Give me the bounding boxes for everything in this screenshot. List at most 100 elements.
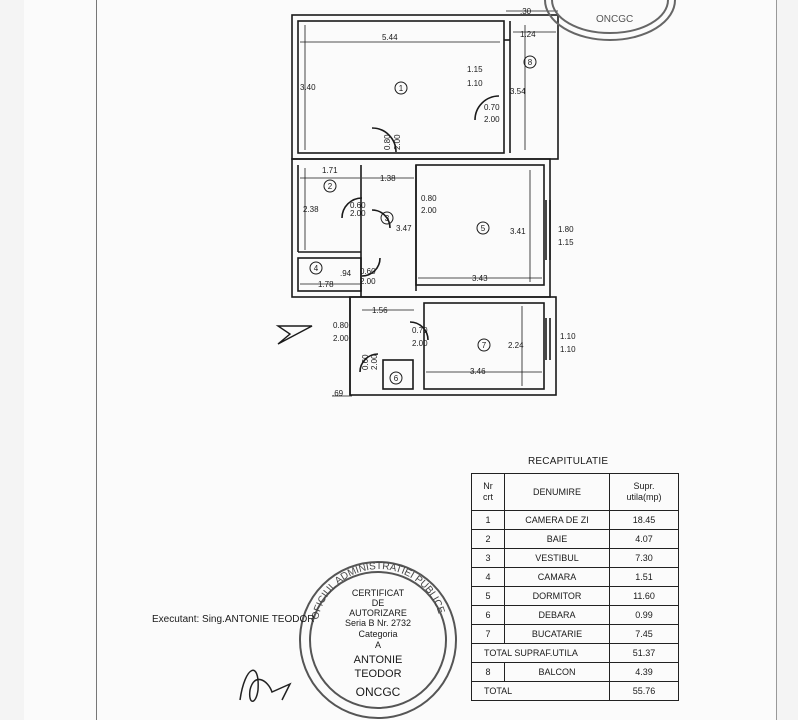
dim-text: 5.44 (382, 33, 398, 42)
dim-text: 1.10 (467, 79, 483, 88)
row-nr: 3 (471, 548, 505, 568)
dim-text: 0.80 (333, 321, 349, 330)
stamp-name2: TEODOR (354, 668, 401, 680)
header-nr: Nr crt (471, 473, 505, 511)
row-nr: 2 (471, 529, 505, 549)
dim-text: 2.00 (484, 115, 500, 124)
margin-line-right (776, 0, 777, 720)
dim-text: 0.60 (360, 267, 376, 276)
row-value: 7.30 (609, 548, 679, 568)
dim-text: 3.43 (472, 274, 488, 283)
dim-text: 3.47 (396, 224, 412, 233)
room-label-1: 1 (399, 84, 404, 93)
row-nr: 4 (471, 567, 505, 587)
row-value: 11.60 (609, 586, 679, 606)
row-name: CAMARA (504, 567, 610, 587)
row-nr: 1 (471, 510, 505, 530)
dim-text: 1.56 (372, 306, 388, 315)
row-nr: 8 (471, 662, 505, 682)
dim-text: 3.40 (300, 83, 316, 92)
margin-line (96, 0, 97, 720)
room-label-2: 2 (328, 182, 333, 191)
dim-text: 2.00 (350, 209, 366, 218)
dim-text: .30 (520, 7, 532, 16)
dim-text: 1.15 (467, 65, 483, 74)
stamp-categoria: Categoria (358, 629, 397, 639)
row-name: CAMERA DE ZI (504, 510, 610, 530)
row-nr: 5 (471, 586, 505, 606)
row-value: 1.51 (609, 567, 679, 587)
dim-text: 3.54 (510, 87, 526, 96)
header-denumire: DENUMIRE (504, 473, 610, 511)
room-label-7: 7 (482, 341, 487, 350)
stamp-autorizare: AUTORIZARE (349, 608, 407, 618)
row-value: 7.45 (609, 624, 679, 644)
dim-text: 1.78 (318, 280, 334, 289)
dim-text: 0.80 (421, 194, 437, 203)
dim-text: 3.41 (510, 227, 526, 236)
room-label-6: 6 (394, 374, 399, 383)
room-label-3: 3 (385, 214, 390, 223)
row-name: BUCATARIE (504, 624, 610, 644)
dim-text: 1.71 (322, 166, 338, 175)
stamp-seria: Seria B Nr. 2732 (345, 618, 411, 628)
stamp-name1: ANTONIE (354, 654, 403, 666)
dim-text: 1.15 (558, 238, 574, 247)
row-nr: 7 (471, 624, 505, 644)
dim-text: 1.38 (380, 174, 396, 183)
row-nr: 6 (471, 605, 505, 625)
header-supr: Supr. utila(mp) (609, 473, 679, 511)
row-name: DEBARA (504, 605, 610, 625)
total-value: 55.76 (609, 681, 679, 701)
row-value: 4.07 (609, 529, 679, 549)
dim-text: 2.00 (412, 339, 428, 348)
stamp-top-code: ONCGC (596, 14, 633, 25)
executant-label: Executant: Sing.ANTONIE TEODOR (152, 614, 315, 625)
dim-text: 1.10 (560, 345, 576, 354)
row-name: VESTIBUL (504, 548, 610, 568)
row-name: BAIE (504, 529, 610, 549)
stamp-de: DE (372, 598, 385, 608)
row-value: 4.39 (609, 662, 679, 682)
signature (239, 669, 292, 702)
dim-text: 0.70 (412, 326, 428, 335)
dim-text: 0.60 (350, 201, 366, 210)
dim-text: 2.00 (393, 134, 402, 150)
row-value: 0.99 (609, 605, 679, 625)
dim-text: 2.00 (370, 354, 379, 370)
room-label-8: 8 (528, 58, 533, 67)
dim-text: 1.80 (558, 225, 574, 234)
table-title: RECAPITULATIE (528, 456, 609, 467)
stamp-a: A (375, 640, 381, 650)
row-value: 18.45 (609, 510, 679, 530)
dim-text: 2.00 (333, 334, 349, 343)
dim-text: 2.38 (303, 205, 319, 214)
dim-text: 0.60 (361, 354, 370, 370)
dim-text: .69 (332, 389, 344, 398)
dim-text: 2.24 (508, 341, 524, 350)
stamp-bottom-code: ONCGC (356, 685, 401, 699)
room-label-5: 5 (481, 224, 486, 233)
row-name: BALCON (504, 662, 610, 682)
room-label-4: 4 (314, 264, 319, 273)
row-name: DORMITOR (504, 586, 610, 606)
dim-text: 0.80 (383, 134, 392, 150)
dim-text: 1.10 (560, 332, 576, 341)
dim-text: .94 (340, 269, 352, 278)
total-util-value: 51.37 (609, 643, 679, 663)
dim-text: 0.70 (484, 103, 500, 112)
dim-text: 2.00 (360, 277, 376, 286)
total-util-label: TOTAL SUPRAF.UTILA (471, 643, 610, 663)
